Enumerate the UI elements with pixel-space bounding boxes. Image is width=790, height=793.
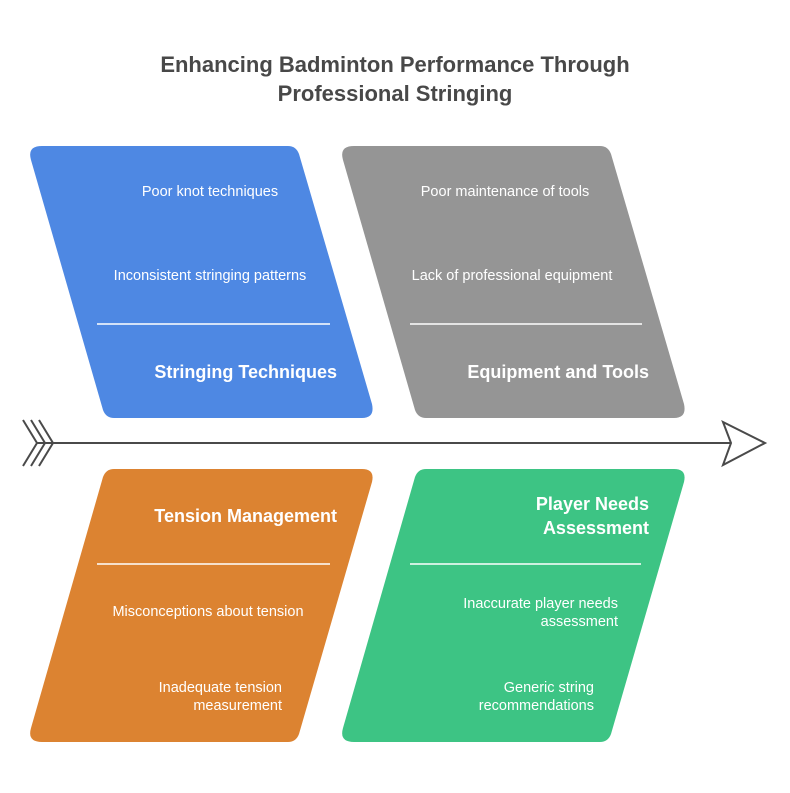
arrow-head-icon bbox=[721, 419, 768, 468]
cause-tension-1: Misconceptions about tension bbox=[112, 604, 304, 620]
category-label-player: Player Needs Assessment bbox=[535, 494, 649, 538]
cause-player-1: Inaccurate player needs assessment bbox=[463, 596, 618, 630]
cause-player-2: Generic string recommendations bbox=[478, 680, 594, 714]
category-shape-player bbox=[342, 469, 685, 742]
cause-stringing-1: Poor knot techniques bbox=[141, 184, 279, 200]
category-label-tension: Tension Management bbox=[154, 506, 337, 526]
diagram-title: Enhancing Badminton Performance Through … bbox=[0, 50, 790, 108]
category-shape-equipment bbox=[342, 146, 685, 418]
cause-equipment-2: Lack of professional equipment bbox=[411, 268, 613, 284]
title-line-1: Enhancing Badminton Performance Through bbox=[160, 52, 630, 77]
category-label-equipment: Equipment and Tools bbox=[467, 362, 649, 382]
cause-stringing-2: Inconsistent stringing patterns bbox=[113, 268, 307, 284]
title-line-2: Professional Stringing bbox=[277, 81, 513, 106]
category-shape-stringing bbox=[30, 146, 373, 418]
category-shape-tension bbox=[30, 469, 373, 742]
cause-tension-2: Inadequate tension measurement bbox=[158, 680, 282, 714]
category-label-stringing: Stringing Techniques bbox=[154, 362, 337, 382]
cause-equipment-1: Poor maintenance of tools bbox=[420, 184, 590, 200]
